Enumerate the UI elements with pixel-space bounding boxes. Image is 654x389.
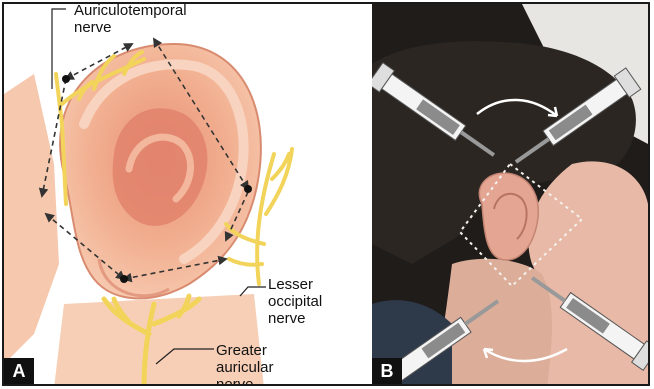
ear-diagram: [4, 4, 368, 384]
panel-a-ear-illustration: Auriculotemporal nerve Lesser occipital …: [4, 4, 368, 384]
label-auriculotemporal-nerve: Auriculotemporal nerve: [74, 4, 187, 36]
panel-letter-b: B: [372, 358, 402, 384]
label-greater-auricular-nerve: Greater auricular nerve: [216, 342, 274, 384]
panel-b-injection-photo: B: [372, 4, 648, 384]
label-lesser-occipital-nerve: Lesser occipital nerve: [268, 276, 322, 327]
panel-letter-a: A: [4, 358, 34, 384]
injection-photo: [372, 4, 648, 384]
cheek-skin: [4, 74, 59, 364]
figure-frame: Auriculotemporal nerve Lesser occipital …: [2, 2, 650, 386]
